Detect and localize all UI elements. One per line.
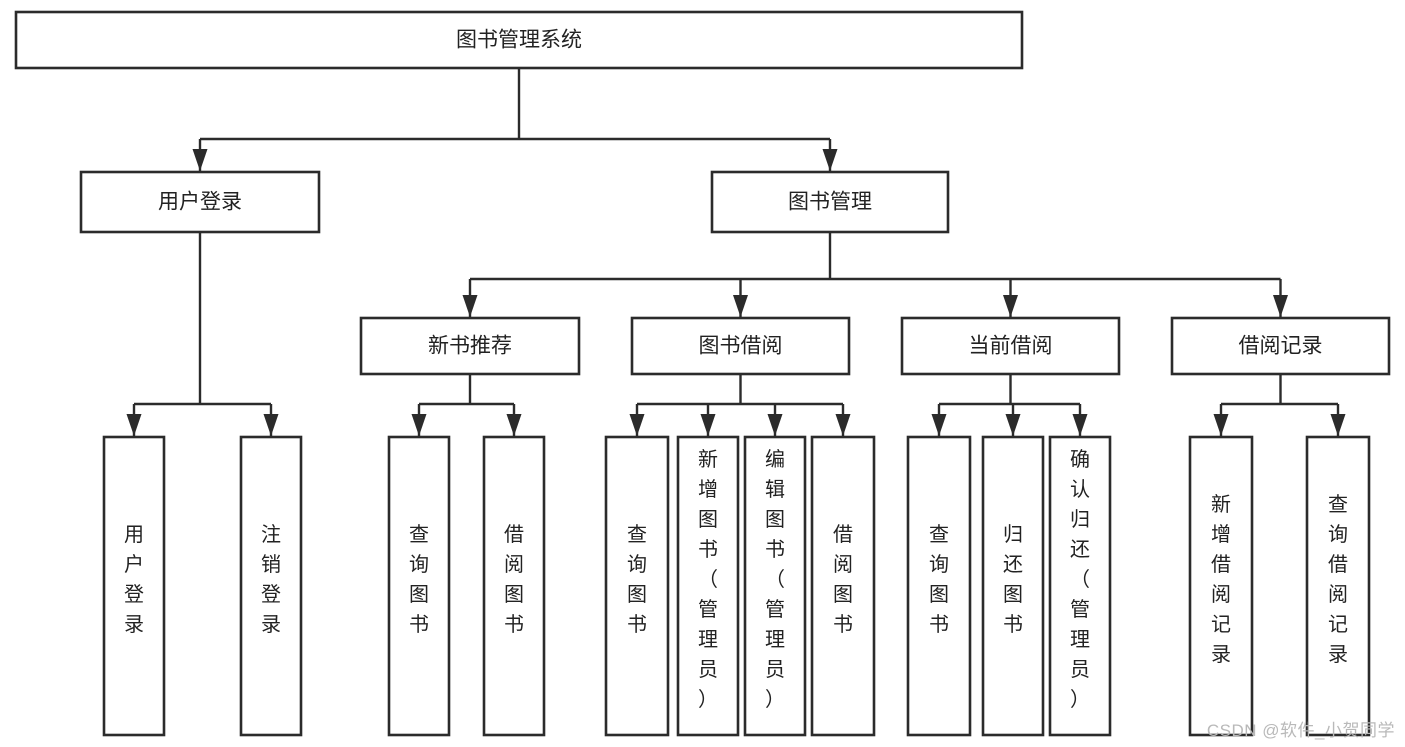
arrow-head-icon xyxy=(835,414,851,436)
node-box xyxy=(900,316,1121,376)
leaf-node-leaf-return-book[interactable]: 归还图书 xyxy=(981,435,1045,737)
node-box xyxy=(906,435,972,737)
node-label: 注销登录 xyxy=(261,523,281,636)
node-label: 新增图书（管理员） xyxy=(698,448,718,711)
level3-node-borrow-record[interactable]: 借阅记录 xyxy=(1170,316,1391,376)
node-box xyxy=(482,435,546,737)
leaf-node-leaf-borrow-book-2[interactable]: 借阅图书 xyxy=(810,435,876,737)
node-label: 新增借阅记录 xyxy=(1211,493,1231,666)
leaf-node-leaf-user-login[interactable]: 用户登录 xyxy=(102,435,166,737)
node-label: 借阅记录 xyxy=(1239,335,1323,358)
node-label: 借阅图书 xyxy=(504,523,524,636)
leaf-node-leaf-borrow-book-1[interactable]: 借阅图书 xyxy=(482,435,546,737)
edges-layer xyxy=(126,68,1346,436)
arrow-head-icon xyxy=(126,414,142,436)
arrow-head-icon xyxy=(767,414,783,436)
node-box xyxy=(1048,435,1112,737)
node-label: 图书借阅 xyxy=(699,335,783,358)
arrow-head-icon xyxy=(1330,414,1346,436)
arrow-head-icon xyxy=(700,414,716,436)
node-box xyxy=(1188,435,1254,737)
node-label: 查询图书 xyxy=(627,523,647,636)
arrow-head-icon xyxy=(1005,414,1021,436)
node-label: 查询图书 xyxy=(929,523,949,636)
node-label: 新书推荐 xyxy=(428,335,512,358)
node-label: 图书管理系统 xyxy=(456,29,582,52)
node-label: 确认归还（管理员） xyxy=(1070,448,1090,711)
arrow-head-icon xyxy=(506,414,522,436)
level3-node-new-book-recommend[interactable]: 新书推荐 xyxy=(359,316,581,376)
node-box xyxy=(743,435,807,737)
node-box xyxy=(810,435,876,737)
node-box xyxy=(239,435,303,737)
leaf-node-leaf-query-book-3[interactable]: 查询图书 xyxy=(906,435,972,737)
node-box xyxy=(359,316,581,376)
level3-node-current-borrow[interactable]: 当前借阅 xyxy=(900,316,1121,376)
node-label: 编辑图书（管理员） xyxy=(765,448,785,711)
arrow-head-icon xyxy=(411,414,427,436)
arrow-head-icon xyxy=(733,295,748,317)
node-label: 用户登录 xyxy=(158,191,242,214)
node-label: 归还图书 xyxy=(1003,523,1023,636)
leaf-node-leaf-add-book[interactable]: 新增图书（管理员） xyxy=(676,435,740,737)
node-box xyxy=(630,316,851,376)
node-label: 查询图书 xyxy=(409,523,429,636)
node-label: 图书管理 xyxy=(788,191,872,214)
node-label: 用户登录 xyxy=(124,524,144,636)
arrow-head-icon xyxy=(1273,295,1288,317)
arrow-head-icon xyxy=(1213,414,1229,436)
arrow-head-icon xyxy=(1072,414,1088,436)
node-box xyxy=(1305,435,1371,737)
root-node-system[interactable]: 图书管理系统 xyxy=(14,10,1024,70)
level2-node-user-login[interactable]: 用户登录 xyxy=(79,170,321,234)
node-box xyxy=(14,10,1024,70)
node-box xyxy=(1170,316,1391,376)
leaf-node-leaf-query-book-1[interactable]: 查询图书 xyxy=(387,435,451,737)
leaf-node-leaf-query-book-2[interactable]: 查询图书 xyxy=(604,435,670,737)
arrow-head-icon xyxy=(629,414,645,436)
arrow-head-icon xyxy=(462,295,478,317)
level2-node-book-manage[interactable]: 图书管理 xyxy=(710,170,950,234)
node-box xyxy=(710,170,950,234)
arrow-head-icon xyxy=(931,414,947,436)
leaf-node-leaf-logout[interactable]: 注销登录 xyxy=(239,435,303,737)
arrow-head-icon xyxy=(822,149,838,171)
leaf-node-leaf-edit-book[interactable]: 编辑图书（管理员） xyxy=(743,435,807,737)
node-label: 查询借阅记录 xyxy=(1328,493,1348,666)
arrow-head-icon xyxy=(1003,295,1018,317)
arrow-head-icon xyxy=(192,149,208,171)
node-box xyxy=(387,435,451,737)
arrow-head-icon xyxy=(263,414,279,436)
node-box xyxy=(102,435,166,737)
node-box xyxy=(79,170,321,234)
node-label: 借阅图书 xyxy=(833,523,853,636)
leaf-node-leaf-confirm-return[interactable]: 确认归还（管理员） xyxy=(1048,435,1112,737)
node-box xyxy=(604,435,670,737)
node-label: 当前借阅 xyxy=(969,335,1053,358)
leaf-node-leaf-add-record[interactable]: 新增借阅记录 xyxy=(1188,435,1254,737)
node-box xyxy=(981,435,1045,737)
leaf-node-leaf-query-record[interactable]: 查询借阅记录 xyxy=(1305,435,1371,737)
node-box xyxy=(676,435,740,737)
boxes-layer: 图书管理系统用户登录图书管理新书推荐图书借阅当前借阅借阅记录用户登录注销登录查询… xyxy=(14,10,1391,737)
level3-node-book-borrow[interactable]: 图书借阅 xyxy=(630,316,851,376)
